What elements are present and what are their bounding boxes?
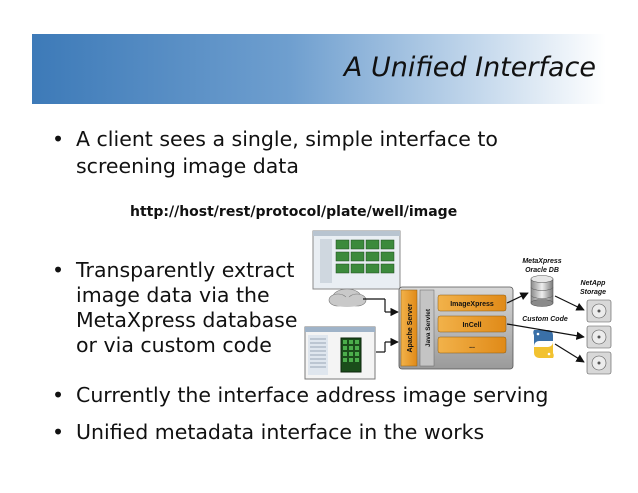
bullet-1-line-1: A client sees a single, simple interface… (76, 127, 498, 151)
bullet-2-line-1: Transparently extract (76, 258, 295, 282)
java-servlet-box (419, 289, 435, 367)
bullet-1-line-2: screening image data (76, 154, 299, 178)
slide-title: A Unified Interface (343, 52, 596, 83)
plate-viewer-screenshot (312, 230, 401, 290)
bullet-2-line-2: image data via the (76, 283, 270, 307)
java-servlet-label: Java Servlet (425, 308, 432, 347)
hard-drive-icon (586, 325, 612, 349)
python-logo-icon (533, 330, 554, 358)
bullet-dot: • (52, 258, 65, 282)
hard-drive-icon (586, 351, 612, 375)
metaxpress-db-label-2: Oracle DB (525, 267, 559, 274)
module-other-label: ... (469, 343, 475, 350)
title-bar (32, 34, 606, 104)
module-incell (437, 315, 507, 333)
bullet-3-line-1: Currently the interface address image se… (76, 383, 549, 407)
netapp-label-1: NetApp (581, 280, 607, 287)
bullet-4-line-1: Unified metadata interface in the works (76, 420, 485, 444)
apache-server-label: Apache Server (407, 303, 414, 352)
metaxpress-db-label-1: MetaXpress (522, 258, 561, 265)
rest-url: http://host/rest/protocol/plate/well/ima… (130, 204, 458, 220)
custom-code-label: Custom Code (522, 316, 568, 323)
cloud-icon (328, 288, 367, 307)
module-imagexpress-label: ImageXpress (450, 301, 494, 308)
database-icon (530, 275, 554, 307)
module-imagexpress (437, 294, 507, 312)
bullet-dot: • (52, 127, 65, 151)
bullet-2-line-4: or via custom code (76, 333, 272, 357)
module-other (437, 336, 507, 354)
bullet-dot: • (52, 383, 65, 407)
bullet-dot: • (52, 420, 65, 444)
bullet-2-line-3: MetaXpress database (76, 308, 298, 332)
module-incell-label: InCell (462, 322, 481, 329)
hard-drive-icon (586, 299, 612, 323)
apache-server-box (400, 289, 418, 367)
netapp-label-2: Storage (580, 289, 606, 296)
client-app-screenshot (304, 326, 376, 380)
